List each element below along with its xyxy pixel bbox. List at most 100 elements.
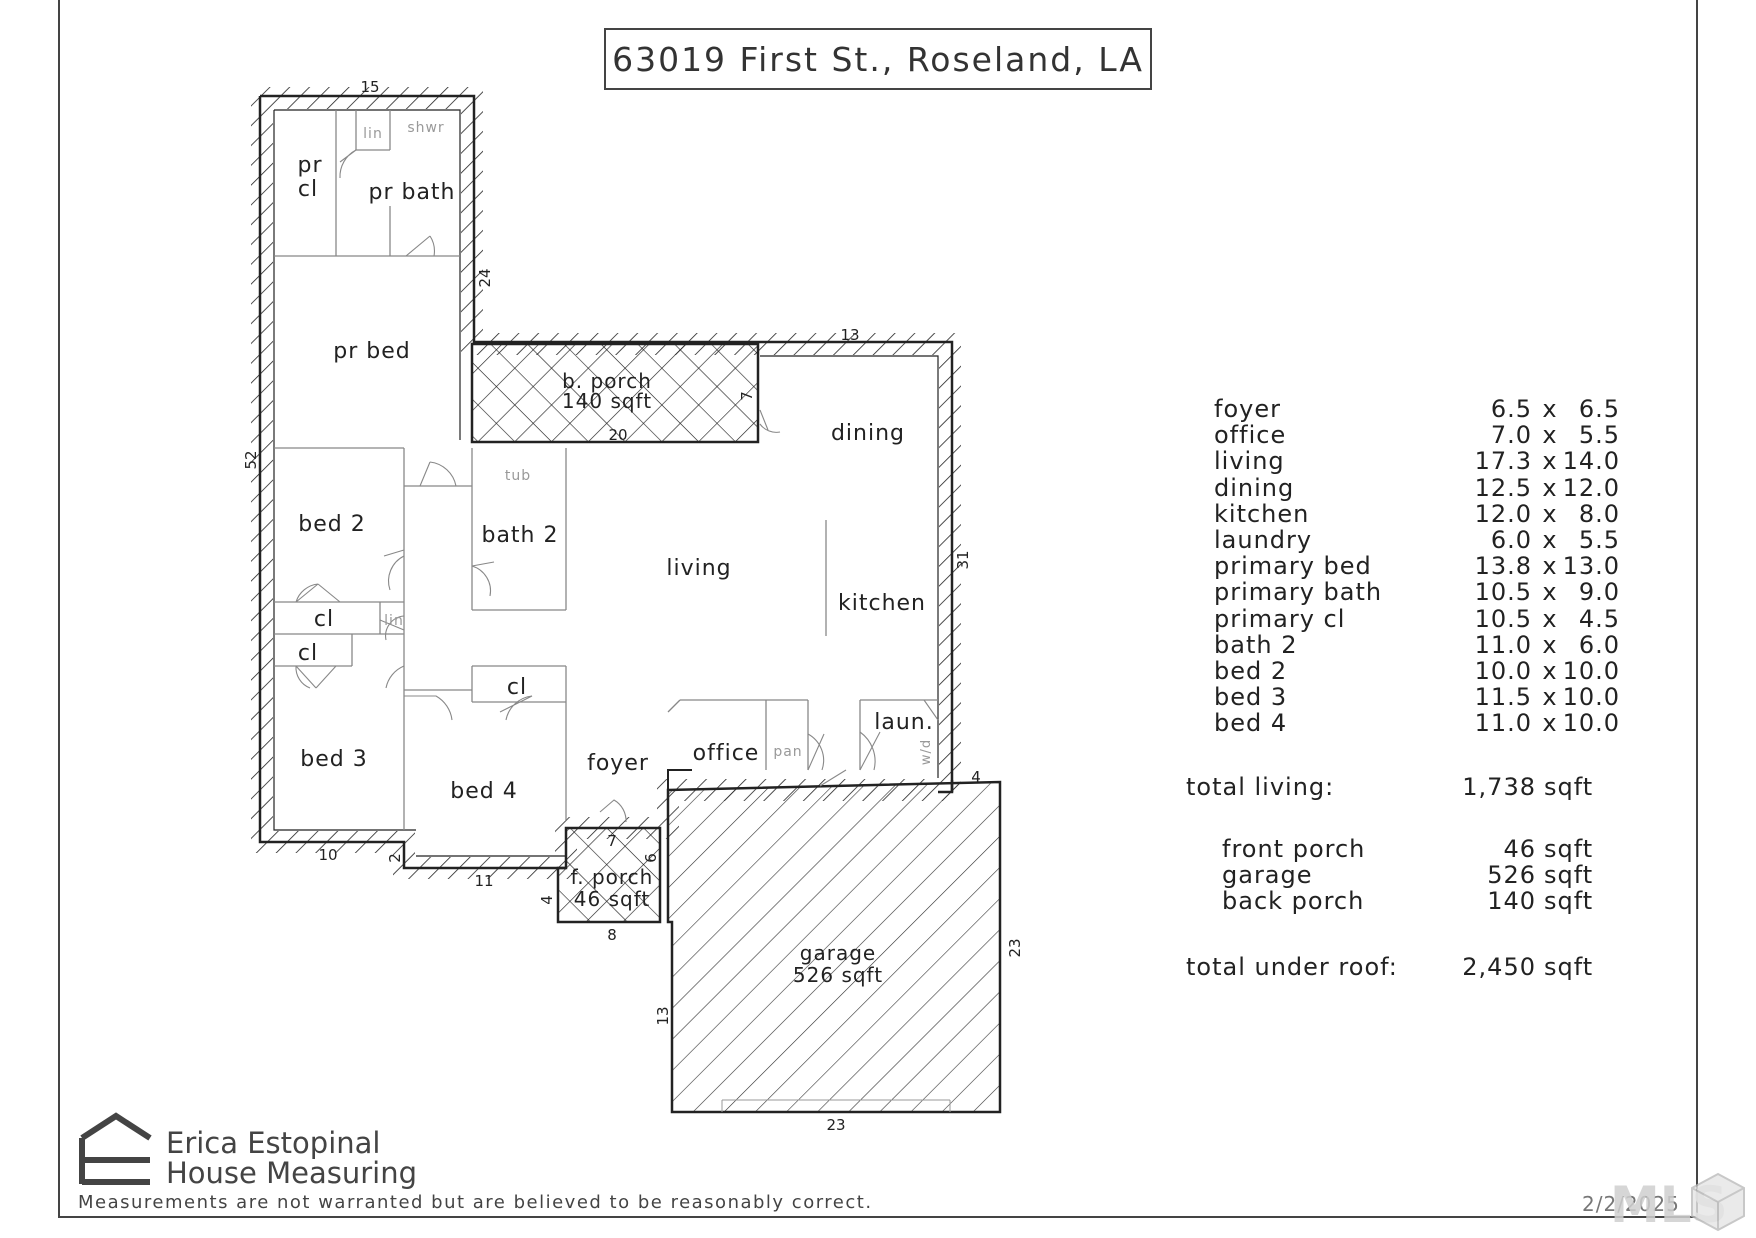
room-size-times: x xyxy=(1542,656,1558,685)
room-size-times: x xyxy=(1542,447,1558,476)
dim-garage-top: 4 xyxy=(971,768,981,786)
front-porch-value: 46 xyxy=(1503,835,1536,864)
room-size-b: 13.0 xyxy=(1562,552,1620,581)
dim-fp-right: 6 xyxy=(642,853,660,863)
room-size-name: foyer xyxy=(1214,395,1281,423)
room-size-times: x xyxy=(1542,630,1558,659)
room-size-b: 6.0 xyxy=(1578,630,1620,659)
total-living-unit: sqft xyxy=(1544,773,1594,802)
total-living-label: total living: xyxy=(1186,773,1335,802)
room-size-b: 8.0 xyxy=(1578,499,1620,528)
dim-fp-left: 4 xyxy=(538,895,556,905)
room-size-b: 10.0 xyxy=(1562,656,1620,685)
disclaimer: Measurements are not warranted but are b… xyxy=(78,1192,873,1213)
room-size-a: 6.5 xyxy=(1490,395,1532,423)
room-size-times: x xyxy=(1542,499,1558,528)
garage xyxy=(666,780,1002,1114)
interior-walls xyxy=(274,110,938,830)
room-size-a: 12.5 xyxy=(1474,473,1532,502)
brand-line-2: House Measuring xyxy=(166,1156,417,1190)
mls-watermark: MLS xyxy=(1610,1172,1745,1232)
label-bed4: bed 4 xyxy=(450,779,517,804)
room-size-a: 13.8 xyxy=(1474,552,1532,581)
room-size-a: 10.0 xyxy=(1474,656,1532,685)
room-size-name: bed 4 xyxy=(1214,709,1288,738)
room-size-times: x xyxy=(1542,421,1558,450)
label-pr-cl-2: cl xyxy=(298,177,318,202)
label-pr-cl-1: pr xyxy=(297,153,322,178)
room-size-times: x xyxy=(1542,604,1558,633)
room-size-b: 5.5 xyxy=(1578,421,1620,450)
room-size-times: x xyxy=(1542,395,1558,423)
label-office: office xyxy=(693,741,760,766)
dim-right: 31 xyxy=(954,550,972,569)
back-porch-unit: sqft xyxy=(1544,887,1594,916)
room-size-name: primary cl xyxy=(1214,604,1346,633)
date-stamp: 2/2/2025 xyxy=(1582,1192,1680,1216)
room-size-name: dining xyxy=(1214,473,1295,502)
room-size-times: x xyxy=(1542,525,1558,554)
label-cl3: cl xyxy=(507,675,527,700)
garage-row: garage 526 sqft xyxy=(1186,862,1606,888)
room-size-name: bath 2 xyxy=(1214,630,1298,659)
total-living-value: 1,738 xyxy=(1462,773,1536,802)
room-size-a: 7.0 xyxy=(1490,421,1532,450)
room-size-name: living xyxy=(1214,447,1285,476)
dim-top: 15 xyxy=(360,78,379,96)
total-living-row: total living: 1,738 sqft xyxy=(1186,774,1606,800)
exterior-walls xyxy=(251,87,961,879)
page-frame xyxy=(58,0,1698,1218)
room-size-times: x xyxy=(1542,709,1558,738)
front-porch-unit: sqft xyxy=(1544,835,1594,864)
total-under-roof-row: total under roof: 2,450 sqft xyxy=(1186,954,1606,980)
label-b-porch: b. porch xyxy=(562,369,652,393)
room-size-name: bed 3 xyxy=(1214,683,1288,712)
room-size-name: bed 2 xyxy=(1214,656,1288,685)
room-size-b: 6.5 xyxy=(1578,395,1620,423)
label-dining: dining xyxy=(831,421,905,446)
total-under-roof-value: 2,450 xyxy=(1462,953,1536,982)
dim-bed4-bottom: 11 xyxy=(474,872,493,890)
dim-left: 52 xyxy=(242,450,260,469)
room-size-b: 10.0 xyxy=(1562,709,1620,738)
room-size-name: primary bath xyxy=(1214,578,1383,607)
label-f-porch: f. porch xyxy=(571,865,654,889)
room-size-times: x xyxy=(1542,473,1558,502)
label-bath2: bath 2 xyxy=(481,523,558,548)
label-wd: w/d xyxy=(919,739,934,765)
room-size-a: 6.0 xyxy=(1490,525,1532,554)
dim-bed3-bottom: 10 xyxy=(318,846,337,864)
label-garage-area: 526 sqft xyxy=(793,963,883,987)
dim-pr-side: 24 xyxy=(476,268,494,287)
room-size-b: 14.0 xyxy=(1562,447,1620,476)
dim-porch-side: 7 xyxy=(738,391,756,401)
dim-porch-top: 13 xyxy=(840,326,859,344)
back-porch-label: back porch xyxy=(1222,887,1365,916)
label-lin1: lin xyxy=(363,126,383,142)
room-size-a: 10.5 xyxy=(1474,578,1532,607)
dim-garage-left: 13 xyxy=(654,1006,672,1025)
label-bed2: bed 2 xyxy=(298,512,365,537)
room-size-a: 17.3 xyxy=(1474,447,1532,476)
address-title: 63019 First St., Roseland, LA xyxy=(604,28,1152,90)
label-pr-bed: pr bed xyxy=(333,339,410,364)
back-porch-row: back porch 140 sqft xyxy=(1186,888,1606,914)
label-pan: pan xyxy=(773,744,802,760)
garage-value: 526 xyxy=(1487,861,1536,890)
dim-step: 2 xyxy=(386,853,404,863)
room-size-b: 4.5 xyxy=(1578,604,1620,633)
label-tub: tub xyxy=(505,468,531,484)
front-porch-row: front porch 46 sqft xyxy=(1186,836,1606,862)
dim-garage-bottom: 23 xyxy=(826,1116,845,1134)
dim-garage-right: 23 xyxy=(1006,938,1024,957)
brand-line-1: Erica Estopinal xyxy=(166,1126,381,1160)
total-under-roof-unit: sqft xyxy=(1544,953,1594,982)
room-size-times: x xyxy=(1542,578,1558,607)
room-size-name: laundry xyxy=(1214,525,1313,554)
